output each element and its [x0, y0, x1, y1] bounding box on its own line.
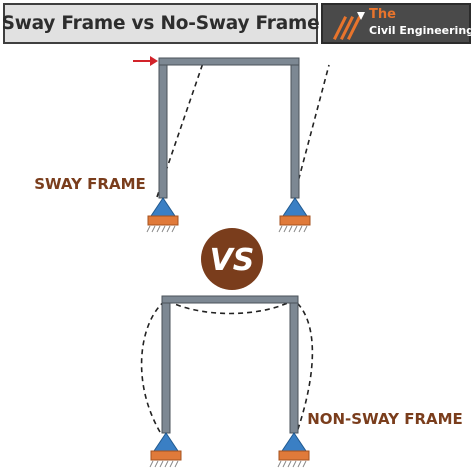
brand-logo[interactable]: The Civil Engineering	[321, 3, 474, 44]
page-title: Sway Frame vs No-Sway Frame	[1, 13, 320, 34]
header: Sway Frame vs No-Sway Frame The Civil En…	[0, 0, 474, 48]
title-banner: Sway Frame vs No-Sway Frame	[1, 3, 320, 44]
non-sway-right-pin-support	[277, 432, 310, 468]
sway-deflected-left-column	[156, 59, 205, 198]
sway-beam	[158, 57, 300, 66]
sway-frame: SWAY FRAME	[34, 56, 330, 233]
sway-left-column	[158, 57, 168, 199]
sway-right-pin-support	[278, 197, 311, 233]
vs-badge: VS	[201, 228, 263, 290]
sway-left-pin-support	[146, 197, 179, 233]
sway-right-column	[290, 57, 300, 199]
sway-frame-label: SWAY FRAME	[34, 175, 146, 193]
non-sway-frame: NON-SWAY FRAME	[140, 295, 463, 468]
non-sway-deflected-shape	[140, 299, 314, 433]
non-sway-beam	[161, 295, 299, 304]
logo-text-the: The	[369, 7, 396, 22]
load-arrow-icon	[133, 56, 158, 66]
non-sway-left-column	[161, 295, 171, 434]
vs-badge-label: VS	[210, 243, 255, 278]
non-sway-frame-label: NON-SWAY FRAME	[307, 410, 463, 428]
non-sway-left-pin-support	[149, 432, 182, 468]
hatched-pen-icon	[332, 12, 365, 40]
sway-deflected-right-column	[293, 64, 330, 198]
non-sway-right-column	[289, 295, 299, 434]
logo-text-civil-engineering: Civil Engineering	[369, 24, 474, 37]
frame-comparison-diagram: SWAY FRAME VS	[34, 56, 463, 468]
